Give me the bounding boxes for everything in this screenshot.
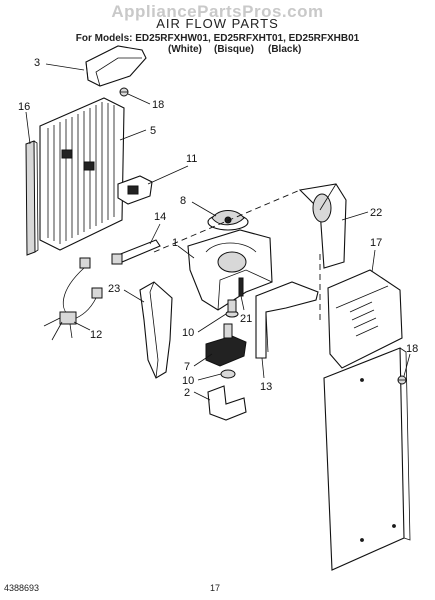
part-23-side-cover bbox=[139, 281, 173, 379]
model-list: For Models: ED25RFXHW01, ED25RFXHT01, ED… bbox=[75, 33, 360, 44]
part-16-foam-strip bbox=[25, 140, 39, 256]
part-14-rod bbox=[111, 239, 161, 265]
callout-12: 12 bbox=[90, 329, 102, 341]
callout-17: 17 bbox=[370, 237, 382, 249]
callout-7: 7 bbox=[184, 361, 190, 373]
part-21-shaft bbox=[238, 277, 244, 297]
part-12-wiring-harness bbox=[43, 257, 103, 341]
callout-14: 14 bbox=[154, 211, 166, 223]
part-5-evaporator-cover bbox=[39, 97, 125, 251]
page-number: 17 bbox=[210, 583, 221, 593]
part-7-fan-motor bbox=[205, 323, 247, 367]
color-black: (Black) bbox=[268, 44, 302, 55]
part-18-screw-top bbox=[119, 87, 129, 97]
part-17-rear-panel bbox=[323, 347, 411, 571]
part-2-motor-bracket bbox=[207, 385, 247, 421]
document-number: 4388693 bbox=[4, 583, 40, 593]
callout-1: 1 bbox=[172, 237, 178, 249]
color-white: (White) bbox=[168, 44, 202, 55]
watermark: AppliancePartsPros.com bbox=[111, 2, 324, 21]
part-22-air-duct bbox=[298, 183, 347, 269]
part-10-washer-bottom bbox=[220, 369, 236, 379]
callout-18-right: 18 bbox=[406, 343, 418, 355]
callout-18-top: 18 bbox=[152, 99, 164, 111]
callout-8: 8 bbox=[180, 195, 186, 207]
callout-22: 22 bbox=[370, 207, 382, 219]
callout-21: 21 bbox=[240, 313, 252, 325]
part-1-fan-housing bbox=[187, 229, 273, 311]
color-bisque: (Bisque) bbox=[214, 44, 254, 55]
diagram-title: AIR FLOW PARTS bbox=[156, 16, 279, 31]
part-10-spacer bbox=[227, 299, 237, 313]
callout-2: 2 bbox=[184, 387, 190, 399]
part-11-control bbox=[117, 175, 153, 205]
part-3-duct-cover bbox=[85, 45, 147, 87]
callout-16: 16 bbox=[18, 101, 30, 113]
callout-13: 13 bbox=[260, 381, 272, 393]
part-13-gasket bbox=[255, 281, 319, 359]
callout-11: 11 bbox=[186, 153, 197, 165]
part-18-screw-right bbox=[397, 375, 407, 385]
leader-lines bbox=[25, 63, 411, 401]
callout-10-top: 10 bbox=[182, 327, 194, 339]
callout-5: 5 bbox=[150, 125, 156, 137]
callout-3: 3 bbox=[34, 57, 40, 69]
part-17-louver-cover bbox=[327, 269, 403, 369]
callout-23: 23 bbox=[108, 283, 120, 295]
callout-10-bottom: 10 bbox=[182, 375, 194, 387]
